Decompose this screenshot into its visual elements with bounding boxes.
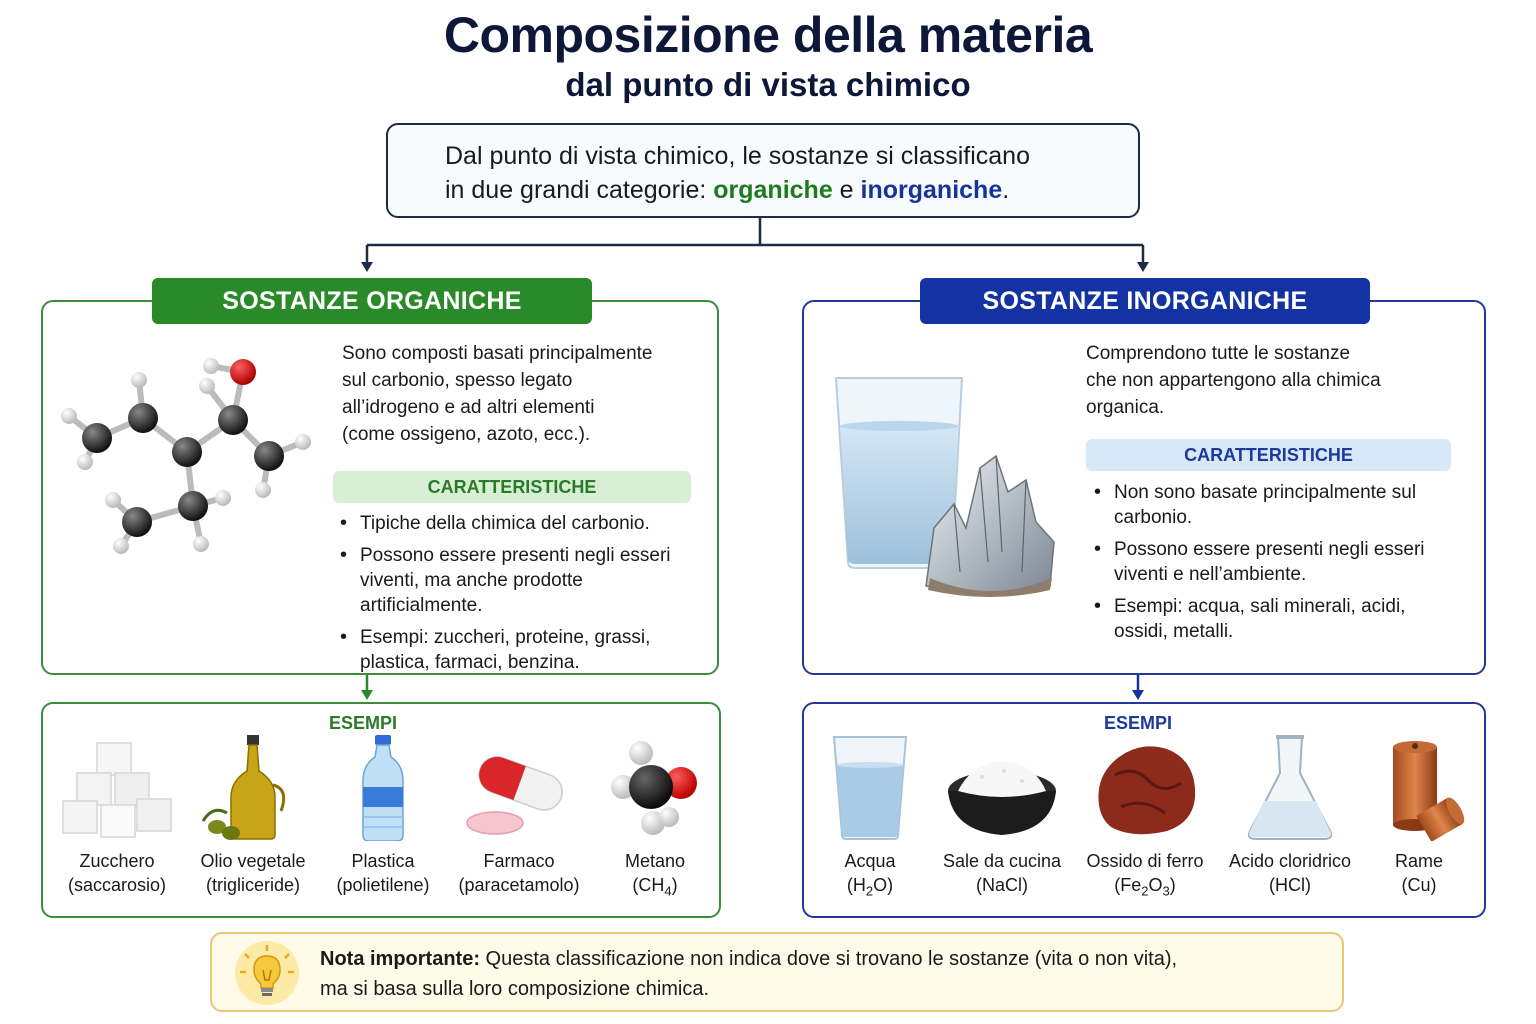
lightbulb-icon xyxy=(235,941,299,1005)
formula-part: (H xyxy=(846,875,866,895)
organic-characteristics-list: Tipiche della chimica del carbonio. Poss… xyxy=(334,511,709,682)
example-name: Zucchero xyxy=(79,851,155,871)
example-formula: (Cu) xyxy=(1401,875,1437,895)
example-hydrochloric-acid: Acido cloridrico (HCl) xyxy=(1220,735,1360,897)
intro-end: . xyxy=(1002,176,1010,204)
example-oil: Olio vegetale (trigliceride) xyxy=(183,735,323,897)
formula-part: ) xyxy=(1169,875,1176,895)
organic-desc-line: all’idrogeno e ad altri elementi xyxy=(342,397,595,418)
plastic-bottle-icon xyxy=(362,735,404,841)
example-sugar: Zucchero (saccarosio) xyxy=(47,735,187,897)
formula-subscript: 4 xyxy=(664,883,672,899)
example-name: Olio vegetale xyxy=(200,851,306,871)
copper-cylinder-icon xyxy=(1393,741,1465,841)
example-formula: (Fe2O3) xyxy=(1075,873,1215,904)
oil-bottle-icon xyxy=(201,735,286,840)
inorganic-desc-line: Comprendono tutte le sostanze xyxy=(1086,343,1351,364)
intro-line-2-prefix: in due grandi categorie: xyxy=(445,176,714,204)
methane-molecule-icon xyxy=(611,741,697,835)
iron-oxide-rock-icon xyxy=(1098,746,1196,835)
molecule-icon xyxy=(61,358,311,554)
inorganic-characteristics-list: Non sono basate principalmente sul carbo… xyxy=(1088,480,1458,651)
organic-desc-line: Sono composti basati principalmente xyxy=(342,343,653,364)
list-item: Esempi: acqua, sali minerali, acidi, oss… xyxy=(1088,594,1458,644)
sugar-cubes-icon xyxy=(62,742,172,838)
intro-line-1: Dal punto di vista chimico, le sostanze … xyxy=(445,142,1030,170)
salt-bowl-icon xyxy=(948,761,1056,835)
formula-part: O xyxy=(1148,875,1163,895)
inorganic-desc-line: organica. xyxy=(1086,397,1165,418)
example-formula: (H2O) xyxy=(800,873,940,904)
water-glass-crystal-icon xyxy=(834,377,1055,597)
inorganic-characteristics-label: CARATTERISTICHE xyxy=(1086,439,1451,471)
note-line-1-text: Questa classificazione non indica dove s… xyxy=(480,948,1178,970)
list-item: Esempi: zuccheri, proteine, grassi, plas… xyxy=(334,625,709,675)
organic-desc-line: (come ossigeno, azoto, ecc.). xyxy=(342,424,591,445)
example-copper: Rame (Cu) xyxy=(1349,735,1489,897)
inorganic-examples-panel xyxy=(802,702,1486,918)
page-subtitle: dal punto di vista chimico xyxy=(565,66,971,103)
list-item: Tipiche della chimica del carbonio. xyxy=(334,511,709,536)
formula-part: ) xyxy=(671,875,678,895)
page-title: Composizione della materia xyxy=(443,7,1093,63)
example-formula: (polietilene) xyxy=(336,875,430,895)
flask-icon xyxy=(1247,735,1333,840)
organic-characteristics-label: CARATTERISTICHE xyxy=(333,471,691,503)
example-iron-oxide: Ossido di ferro (Fe2O3) xyxy=(1075,735,1215,904)
example-name: Metano xyxy=(624,851,686,871)
example-formula: (CH4) xyxy=(585,873,725,904)
intro-line-2: in due grandi categorie: organiche e ino… xyxy=(445,173,1138,207)
inorganic-banner: SOSTANZE INORGANICHE xyxy=(920,278,1370,324)
intro-box: Dal punto di vista chimico, le sostanze … xyxy=(386,123,1140,218)
example-name: Rame xyxy=(1394,851,1443,871)
example-salt: Sale da cucina (NaCl) xyxy=(932,735,1072,897)
organic-examples-title: ESEMPI xyxy=(328,713,398,733)
example-name: Plastica xyxy=(351,851,415,871)
example-formula: (HCl) xyxy=(1269,875,1311,895)
intro-inorganic-word: inorganiche xyxy=(860,176,1003,204)
inorganic-description: Comprendono tutte le sostanze che non ap… xyxy=(1086,340,1466,421)
water-glass-icon xyxy=(832,736,908,840)
formula-part: (CH xyxy=(632,875,665,895)
formula-subscript: 2 xyxy=(1141,883,1149,899)
example-formula: (paracetamolo) xyxy=(458,875,580,895)
example-methane: Metano (CH4) xyxy=(585,735,725,904)
example-formula: (NaCl) xyxy=(976,875,1028,895)
inorganic-examples-title: ESEMPI xyxy=(1103,713,1173,733)
note-text: Nota importante: Questa classificazione … xyxy=(320,944,1177,1004)
inorganic-desc-line: che non appartengono alla chimica xyxy=(1086,370,1381,391)
organic-description: Sono composti basati principalmente sul … xyxy=(342,340,702,448)
note-bold-label: Nota importante: xyxy=(320,948,480,970)
example-drug: Farmaco (paracetamolo) xyxy=(449,735,589,897)
important-note: Nota importante: Questa classificazione … xyxy=(210,932,1344,1012)
organic-desc-line: sul carbonio, spesso legato xyxy=(342,370,573,391)
note-line-1: Nota importante: Questa classificazione … xyxy=(320,944,1177,974)
list-item: Non sono basate principalmente sul carbo… xyxy=(1088,480,1458,530)
pill-icon xyxy=(466,756,563,835)
formula-part: (Fe xyxy=(1114,875,1142,895)
list-item: Possono essere presenti negli esseri viv… xyxy=(1088,537,1458,587)
organic-banner: SOSTANZE ORGANICHE xyxy=(152,278,592,324)
intro-organic-word: organiche xyxy=(713,176,833,204)
intro-conj: e xyxy=(832,176,861,204)
example-name: Acqua xyxy=(844,851,896,871)
formula-part: O) xyxy=(873,875,894,895)
list-item: Possono essere presenti negli esseri viv… xyxy=(334,543,709,618)
example-formula: (trigliceride) xyxy=(205,875,301,895)
example-water: Acqua (H2O) xyxy=(800,735,940,904)
example-name: Ossido di ferro xyxy=(1086,851,1204,871)
example-name: Sale da cucina xyxy=(942,851,1062,871)
formula-subscript: 2 xyxy=(865,883,874,899)
formula-subscript: 3 xyxy=(1162,883,1170,899)
example-plastic: Plastica (polietilene) xyxy=(313,735,453,897)
note-line-2: ma si basa sulla loro composizione chimi… xyxy=(320,978,710,1000)
example-formula: (saccarosio) xyxy=(67,875,167,895)
example-name: Acido cloridrico xyxy=(1228,851,1352,871)
example-name: Farmaco xyxy=(483,851,555,871)
